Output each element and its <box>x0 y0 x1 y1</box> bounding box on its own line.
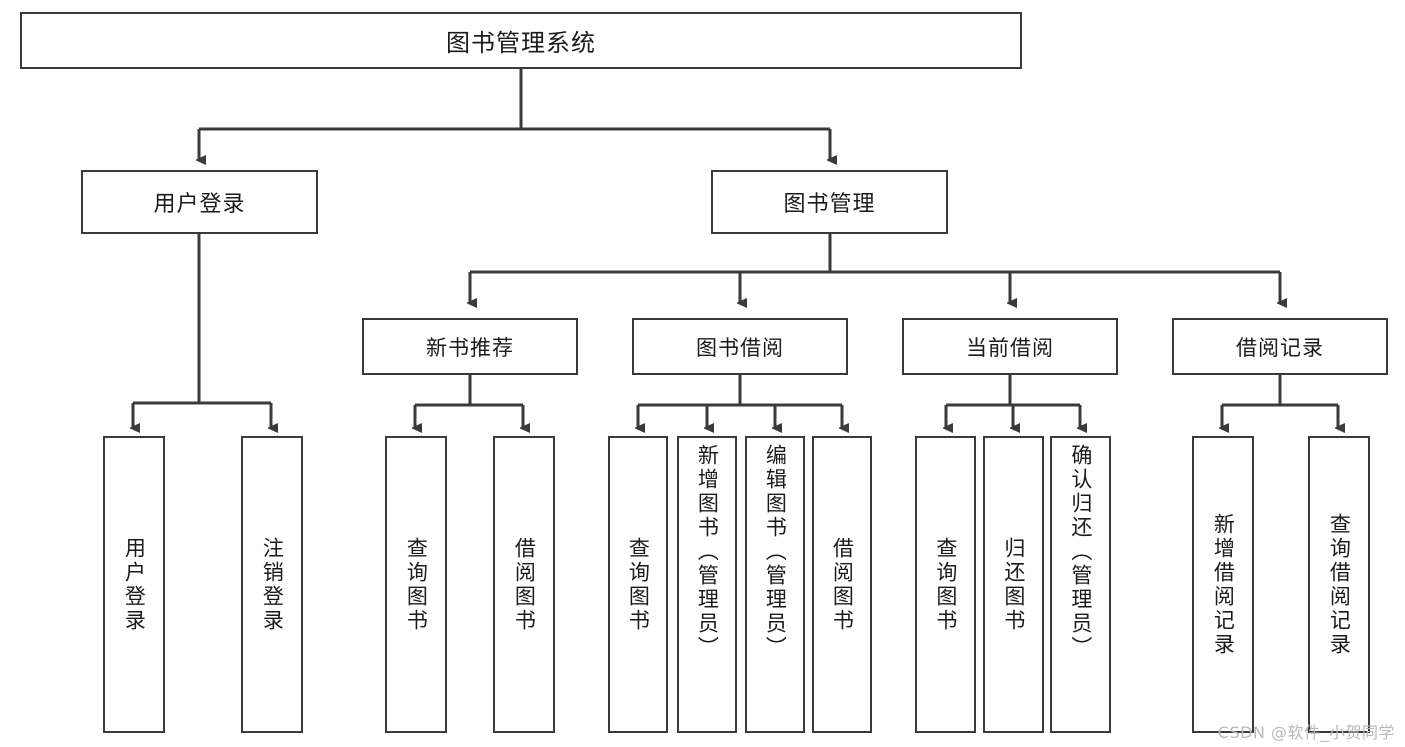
node-leaf-query-book-2-label: 查询图书 <box>626 536 651 633</box>
node-leaf-return-book[interactable]: 归还图书 <box>983 436 1044 733</box>
node-user-login-label: 用户登录 <box>153 192 246 217</box>
node-leaf-logout-label: 注销登录 <box>260 536 285 633</box>
node-book-borrow-label: 图书借阅 <box>696 335 784 360</box>
node-leaf-confirm-return[interactable]: 确认归还（管理员） <box>1050 436 1111 733</box>
node-leaf-return-book-label: 归还图书 <box>1001 536 1026 633</box>
node-new-book-rec[interactable]: 新书推荐 <box>362 318 578 375</box>
csdn-watermark: CSDN @软件_小贺同学 <box>1217 723 1395 742</box>
node-leaf-query-book-1[interactable]: 查询图书 <box>385 436 447 733</box>
node-leaf-query-record[interactable]: 查询借阅记录 <box>1308 436 1370 733</box>
node-leaf-query-record-label: 查询借阅记录 <box>1327 512 1352 657</box>
node-leaf-add-record-label: 新增借阅记录 <box>1211 512 1236 657</box>
node-current-borrow-label: 当前借阅 <box>966 335 1054 360</box>
node-leaf-confirm-return-label: 确认归还（管理员） <box>1068 444 1093 660</box>
node-root-label: 图书管理系统 <box>446 29 596 57</box>
node-leaf-user-login[interactable]: 用户登录 <box>103 436 165 733</box>
node-leaf-borrow-book-1-label: 借阅图书 <box>512 536 537 633</box>
node-leaf-edit-book-label: 编辑图书（管理员） <box>763 444 788 660</box>
node-leaf-add-book-label: 新增图书（管理员） <box>695 444 720 660</box>
node-leaf-query-book-3-label: 查询图书 <box>933 536 958 633</box>
node-leaf-borrow-book-2[interactable]: 借阅图书 <box>812 436 872 733</box>
node-book-manage[interactable]: 图书管理 <box>711 170 948 234</box>
node-leaf-user-login-label: 用户登录 <box>122 536 147 633</box>
node-leaf-query-book-1-label: 查询图书 <box>404 536 429 633</box>
node-leaf-add-book[interactable]: 新增图书（管理员） <box>677 436 737 733</box>
node-leaf-borrow-book-1[interactable]: 借阅图书 <box>493 436 555 733</box>
node-leaf-edit-book[interactable]: 编辑图书（管理员） <box>745 436 805 733</box>
node-new-book-rec-label: 新书推荐 <box>426 335 514 360</box>
node-root[interactable]: 图书管理系统 <box>20 12 1022 69</box>
node-borrow-record-label: 借阅记录 <box>1236 335 1324 360</box>
node-leaf-borrow-book-2-label: 借阅图书 <box>830 536 855 633</box>
node-book-manage-label: 图书管理 <box>783 192 876 217</box>
node-leaf-add-record[interactable]: 新增借阅记录 <box>1192 436 1254 733</box>
node-leaf-query-book-3[interactable]: 查询图书 <box>915 436 976 733</box>
node-user-login[interactable]: 用户登录 <box>81 170 318 234</box>
node-leaf-query-book-2[interactable]: 查询图书 <box>608 436 668 733</box>
node-book-borrow[interactable]: 图书借阅 <box>632 318 848 375</box>
node-borrow-record[interactable]: 借阅记录 <box>1172 318 1388 375</box>
node-current-borrow[interactable]: 当前借阅 <box>902 318 1118 375</box>
node-leaf-logout[interactable]: 注销登录 <box>241 436 303 733</box>
